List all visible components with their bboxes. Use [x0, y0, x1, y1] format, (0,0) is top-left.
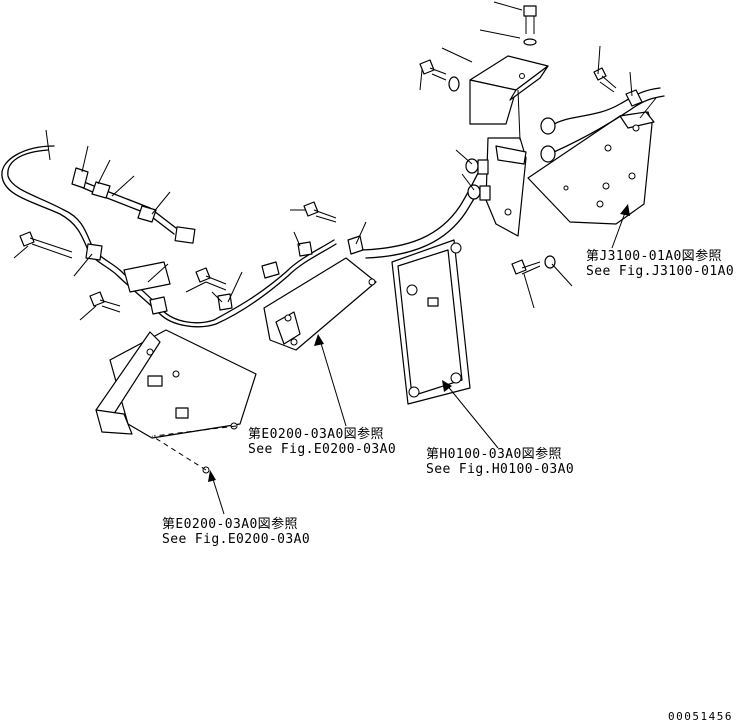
plate-right: [527, 87, 665, 225]
hose-lines: [361, 158, 491, 259]
callout-ja: 第E0200-03A0図参照: [162, 517, 298, 532]
callout-ref-e0200-b: 第E0200-03A0図参照 See Fig.E0200-03A0: [162, 517, 352, 547]
bracket-plate-lower-left: [95, 329, 257, 474]
bracket-center: [263, 257, 377, 351]
bolts-left: [19, 5, 617, 313]
callout-en: See Fig.E0200-03A0: [248, 442, 397, 457]
callout-ja: 第H0100-03A0図参照: [426, 447, 562, 462]
drawing-number: 00051456: [668, 710, 733, 723]
callout-ja: 第E0200-03A0図参照: [248, 427, 384, 442]
wire-harness-left: [1, 145, 364, 328]
callout-en: See Fig.J3100-01A0: [586, 264, 735, 279]
callout-ref-h0100: 第H0100-03A0図参照 See Fig.H0100-03A0: [426, 447, 616, 477]
callout-ja: 第J3100-01A0図参照: [586, 249, 722, 264]
callout-en: See Fig.H0100-03A0: [426, 462, 575, 477]
bracket-upper: [469, 55, 549, 237]
callout-ref-e0200-a: 第E0200-03A0図参照 See Fig.E0200-03A0: [248, 427, 438, 457]
panel-center: [391, 239, 471, 405]
leader-lines: [13, 1, 657, 515]
callout-ref-j3100: 第J3100-01A0図参照 See Fig.J3100-01A0: [586, 249, 750, 279]
callout-en: See Fig.E0200-03A0: [162, 532, 311, 547]
